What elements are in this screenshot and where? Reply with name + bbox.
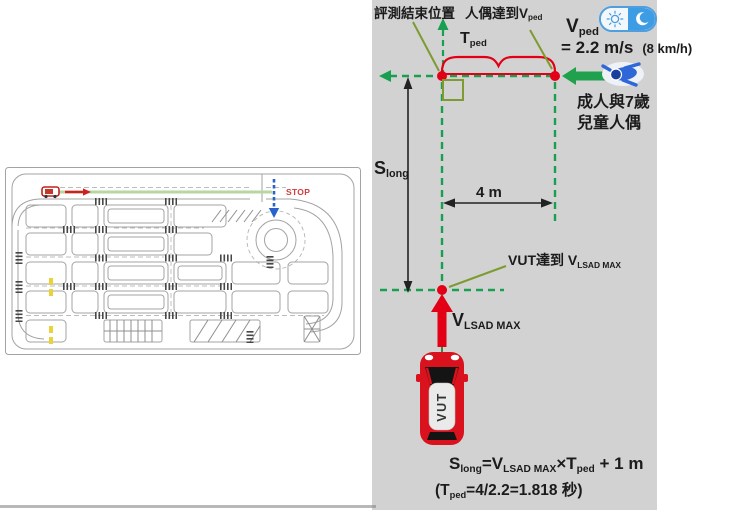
tped-label: Tped	[460, 30, 487, 49]
pedestrian-path-line	[379, 70, 558, 82]
map-vut-car-icon	[41, 186, 60, 199]
map-blocks	[25, 204, 329, 343]
end-position-dot	[437, 71, 447, 81]
right-angle-marker	[442, 79, 464, 101]
tped-formula: (Tped=4/2.2=1.818 秒)	[435, 482, 583, 500]
pedestrian-icon	[601, 62, 644, 87]
test-track-map: STOP	[4, 166, 362, 357]
tped-brace	[440, 55, 557, 73]
four-m-label: 4 m	[476, 184, 502, 201]
vped-value: = 2.2 m/s(8 km/h)	[561, 38, 693, 57]
vlsad-label: VLSAD MAX	[452, 310, 521, 333]
four-m-arrow	[443, 198, 553, 208]
dummy-reach-label: 人偶達到Vped	[465, 6, 543, 23]
day-night-toggle	[599, 6, 657, 32]
vut-velocity-arrow	[431, 294, 453, 347]
vut-car: VUT	[416, 352, 468, 445]
car-roof-label: VUT	[435, 392, 449, 422]
map-route-arrow	[65, 188, 91, 196]
moon-icon	[635, 12, 648, 26]
dummy-description: 成人與7歲兒童人偶	[577, 94, 650, 132]
night-option	[628, 8, 655, 30]
scenario-panel: VUT 評測結束位置 人偶達到Vped Vped = 2.2 m/s(8 km/…	[372, 0, 692, 510]
roundabout-outer	[255, 219, 297, 261]
vut-reach-label: VUT達到 VLSAD MAX	[508, 252, 621, 270]
slong-label: Slong	[374, 158, 409, 181]
slong-formula: Slong=VLSAD MAX×Tped + 1 m	[449, 454, 644, 476]
test-track-map-svg: STOP	[5, 167, 361, 355]
leader-lines	[412, 21, 553, 288]
map-stop-label: STOP	[286, 187, 310, 197]
video-scrub-line	[0, 505, 376, 508]
sun-icon	[606, 10, 623, 28]
map-outer-border	[5, 167, 361, 355]
day-option	[601, 8, 628, 30]
pedestrian-velocity-arrow	[562, 67, 614, 85]
vlsad-reach-dot	[437, 285, 447, 295]
vped-alt-value: (8 km/h)	[642, 41, 693, 56]
dummy-start-dot	[550, 71, 560, 81]
end-position-label: 評測結束位置	[374, 6, 455, 21]
scenario-diagram-svg: VUT	[379, 18, 644, 445]
map-stop-arrow	[268, 179, 280, 218]
map-track-edge	[11, 173, 355, 350]
slong-arrow	[403, 77, 413, 293]
map-textures	[104, 209, 321, 343]
vped-symbol: Vped	[566, 16, 599, 39]
roundabout-island	[264, 228, 288, 252]
